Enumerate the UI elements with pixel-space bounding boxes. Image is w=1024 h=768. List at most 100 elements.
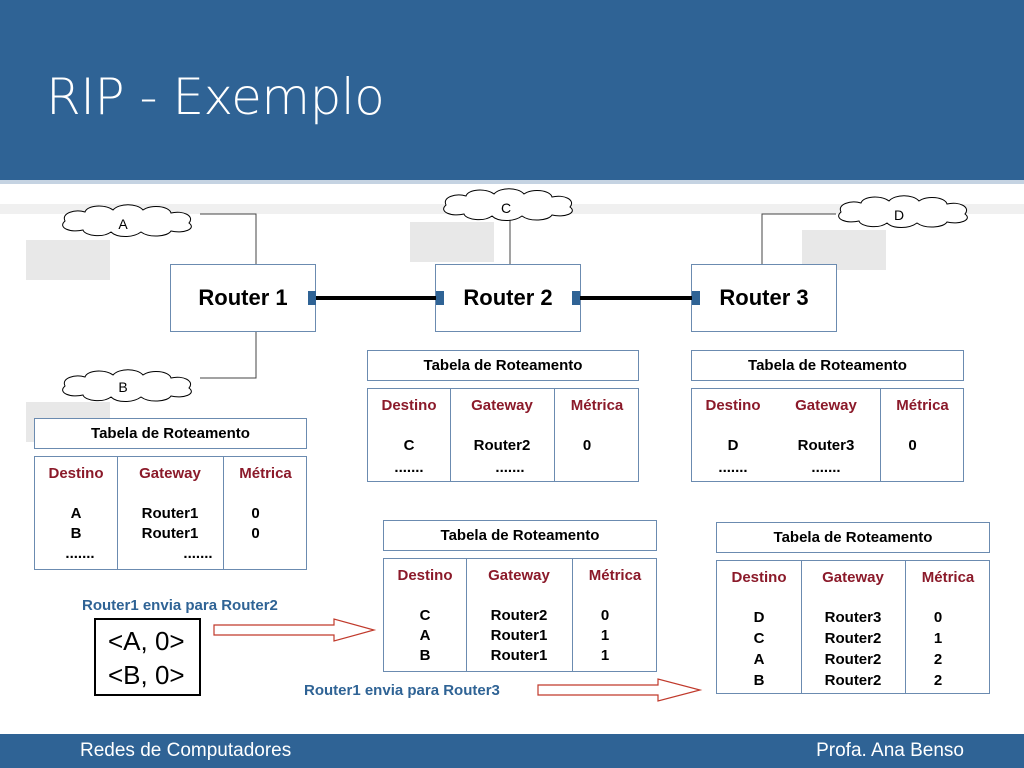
cell-destino: C: [403, 437, 415, 454]
cell-gateway: Router1: [141, 525, 199, 542]
cell-metrica: 0: [251, 505, 260, 522]
cell-gateway: Router2: [473, 437, 531, 454]
network-d-label: D: [893, 207, 905, 223]
router-2-label: Router 2: [463, 285, 553, 310]
slide-title: RIP - Exemplo: [46, 68, 385, 126]
header-divider: [0, 180, 1024, 184]
cell-metrica: 1: [600, 627, 610, 644]
header-gateway: Gateway: [471, 397, 533, 414]
header-metrica: Métrica: [239, 465, 292, 482]
cell-gateway: Router1: [490, 627, 548, 644]
cell-metrica: 0: [908, 437, 917, 454]
header-gateway: Gateway: [488, 567, 550, 584]
message-line-2: <B, 0>: [108, 660, 185, 690]
cell-metrica: 2: [933, 672, 943, 689]
header-gateway: Gateway: [139, 465, 201, 482]
header-destino: Destino: [705, 397, 761, 414]
network-a-label: A: [118, 216, 128, 232]
column-divider: [905, 561, 907, 693]
router-1-port: [308, 291, 316, 305]
column-divider: [223, 457, 225, 569]
header-gateway: Gateway: [795, 397, 857, 414]
router1-table: Destino Gateway Métrica A Router1 0 B Ro…: [34, 456, 307, 570]
footer-author: Profa. Ana Benso: [816, 740, 964, 761]
link-router2-router3: [580, 296, 692, 300]
header-destino: Destino: [731, 569, 787, 586]
arrow-to-router2-table: [213, 618, 377, 642]
router-2-port-left: [436, 291, 444, 305]
header-destino: Destino: [397, 567, 453, 584]
cell-metrica: 1: [933, 630, 943, 647]
router2-table-title: Tabela de Roteamento: [367, 350, 639, 381]
column-divider: [572, 559, 574, 671]
header-metrica: Métrica: [896, 397, 949, 414]
router2-updated-table: Destino Gateway Métrica C Router2 0 A Ro…: [383, 558, 657, 672]
header-destino: Destino: [48, 465, 104, 482]
column-divider: [880, 389, 882, 481]
router3-updated-table-title: Tabela de Roteamento: [716, 522, 990, 553]
router3-table-title: Tabela de Roteamento: [691, 350, 964, 381]
header-metrica: Métrica: [921, 569, 975, 586]
cell-gateway: Router3: [824, 609, 882, 626]
cell-gateway: .......: [183, 545, 213, 562]
cell-destino: .......: [65, 545, 95, 562]
column-divider: [466, 559, 468, 671]
footer-course: Redes de Computadores: [80, 740, 292, 761]
router-2-box: Router 2: [435, 264, 581, 332]
network-b-label: B: [118, 379, 128, 395]
router2-updated-table-title: Tabela de Roteamento: [383, 520, 657, 551]
link-router1-router2: [316, 296, 436, 300]
ghost-shape: [410, 222, 494, 262]
router3-table: Destino Gateway Métrica D Router3 0 ....…: [691, 388, 964, 482]
router-2-port-right: [572, 291, 580, 305]
router3-updated-table: Destino Gateway Métrica D Router3 0 C Ro…: [716, 560, 990, 694]
header-metrica: Métrica: [588, 567, 642, 584]
cell-destino: A: [70, 505, 82, 522]
cell-gateway: Router2: [824, 651, 882, 668]
network-c-label: C: [500, 200, 512, 216]
cell-destino: A: [753, 651, 765, 668]
cell-metrica: 0: [933, 609, 943, 626]
column-divider: [554, 389, 556, 481]
router1-table-title: Tabela de Roteamento: [34, 418, 307, 449]
slide-header: [0, 0, 1024, 180]
cell-destino: .......: [394, 459, 424, 476]
cell-gateway: Router3: [797, 437, 855, 454]
cell-metrica: 0: [251, 525, 260, 542]
cell-gateway: Router1: [490, 647, 548, 664]
column-divider: [801, 561, 803, 693]
column-divider: [450, 389, 452, 481]
cell-destino: C: [753, 630, 765, 647]
message-line-1: <A, 0>: [108, 626, 185, 656]
cell-destino: D: [753, 609, 765, 626]
cell-metrica: 2: [933, 651, 943, 668]
cell-metrica: 0: [600, 607, 610, 624]
cell-destino: .......: [718, 459, 748, 476]
cell-gateway: .......: [811, 459, 841, 476]
router-1-label: Router 1: [198, 285, 288, 310]
ghost-shape: [26, 240, 110, 280]
cell-gateway: Router2: [824, 672, 882, 689]
cell-destino: B: [753, 672, 765, 689]
cell-destino: D: [727, 437, 739, 454]
cell-gateway: Router1: [141, 505, 199, 522]
router2-table: Destino Gateway Métrica C Router2 0 ....…: [367, 388, 639, 482]
column-divider: [117, 457, 119, 569]
router-3-label: Router 3: [719, 285, 809, 310]
rip-message-box: <A, 0> <B, 0>: [94, 618, 201, 696]
cell-gateway: Router2: [824, 630, 882, 647]
slide-footer: [0, 734, 1024, 768]
cell-gateway: .......: [495, 459, 525, 476]
caption-send-router2: Router1 envia para Router2: [82, 597, 278, 614]
router-1-box: Router 1: [170, 264, 316, 332]
header-destino: Destino: [381, 397, 437, 414]
cell-metrica: 1: [600, 647, 610, 664]
cell-destino: B: [70, 525, 82, 542]
cell-destino: A: [419, 627, 431, 644]
caption-send-router3: Router1 envia para Router3: [304, 682, 500, 699]
header-gateway: Gateway: [822, 569, 884, 586]
cell-destino: B: [419, 647, 431, 664]
arrow-to-router3-table: [537, 678, 703, 702]
cell-metrica: 0: [582, 437, 592, 454]
router-3-port: [692, 291, 700, 305]
